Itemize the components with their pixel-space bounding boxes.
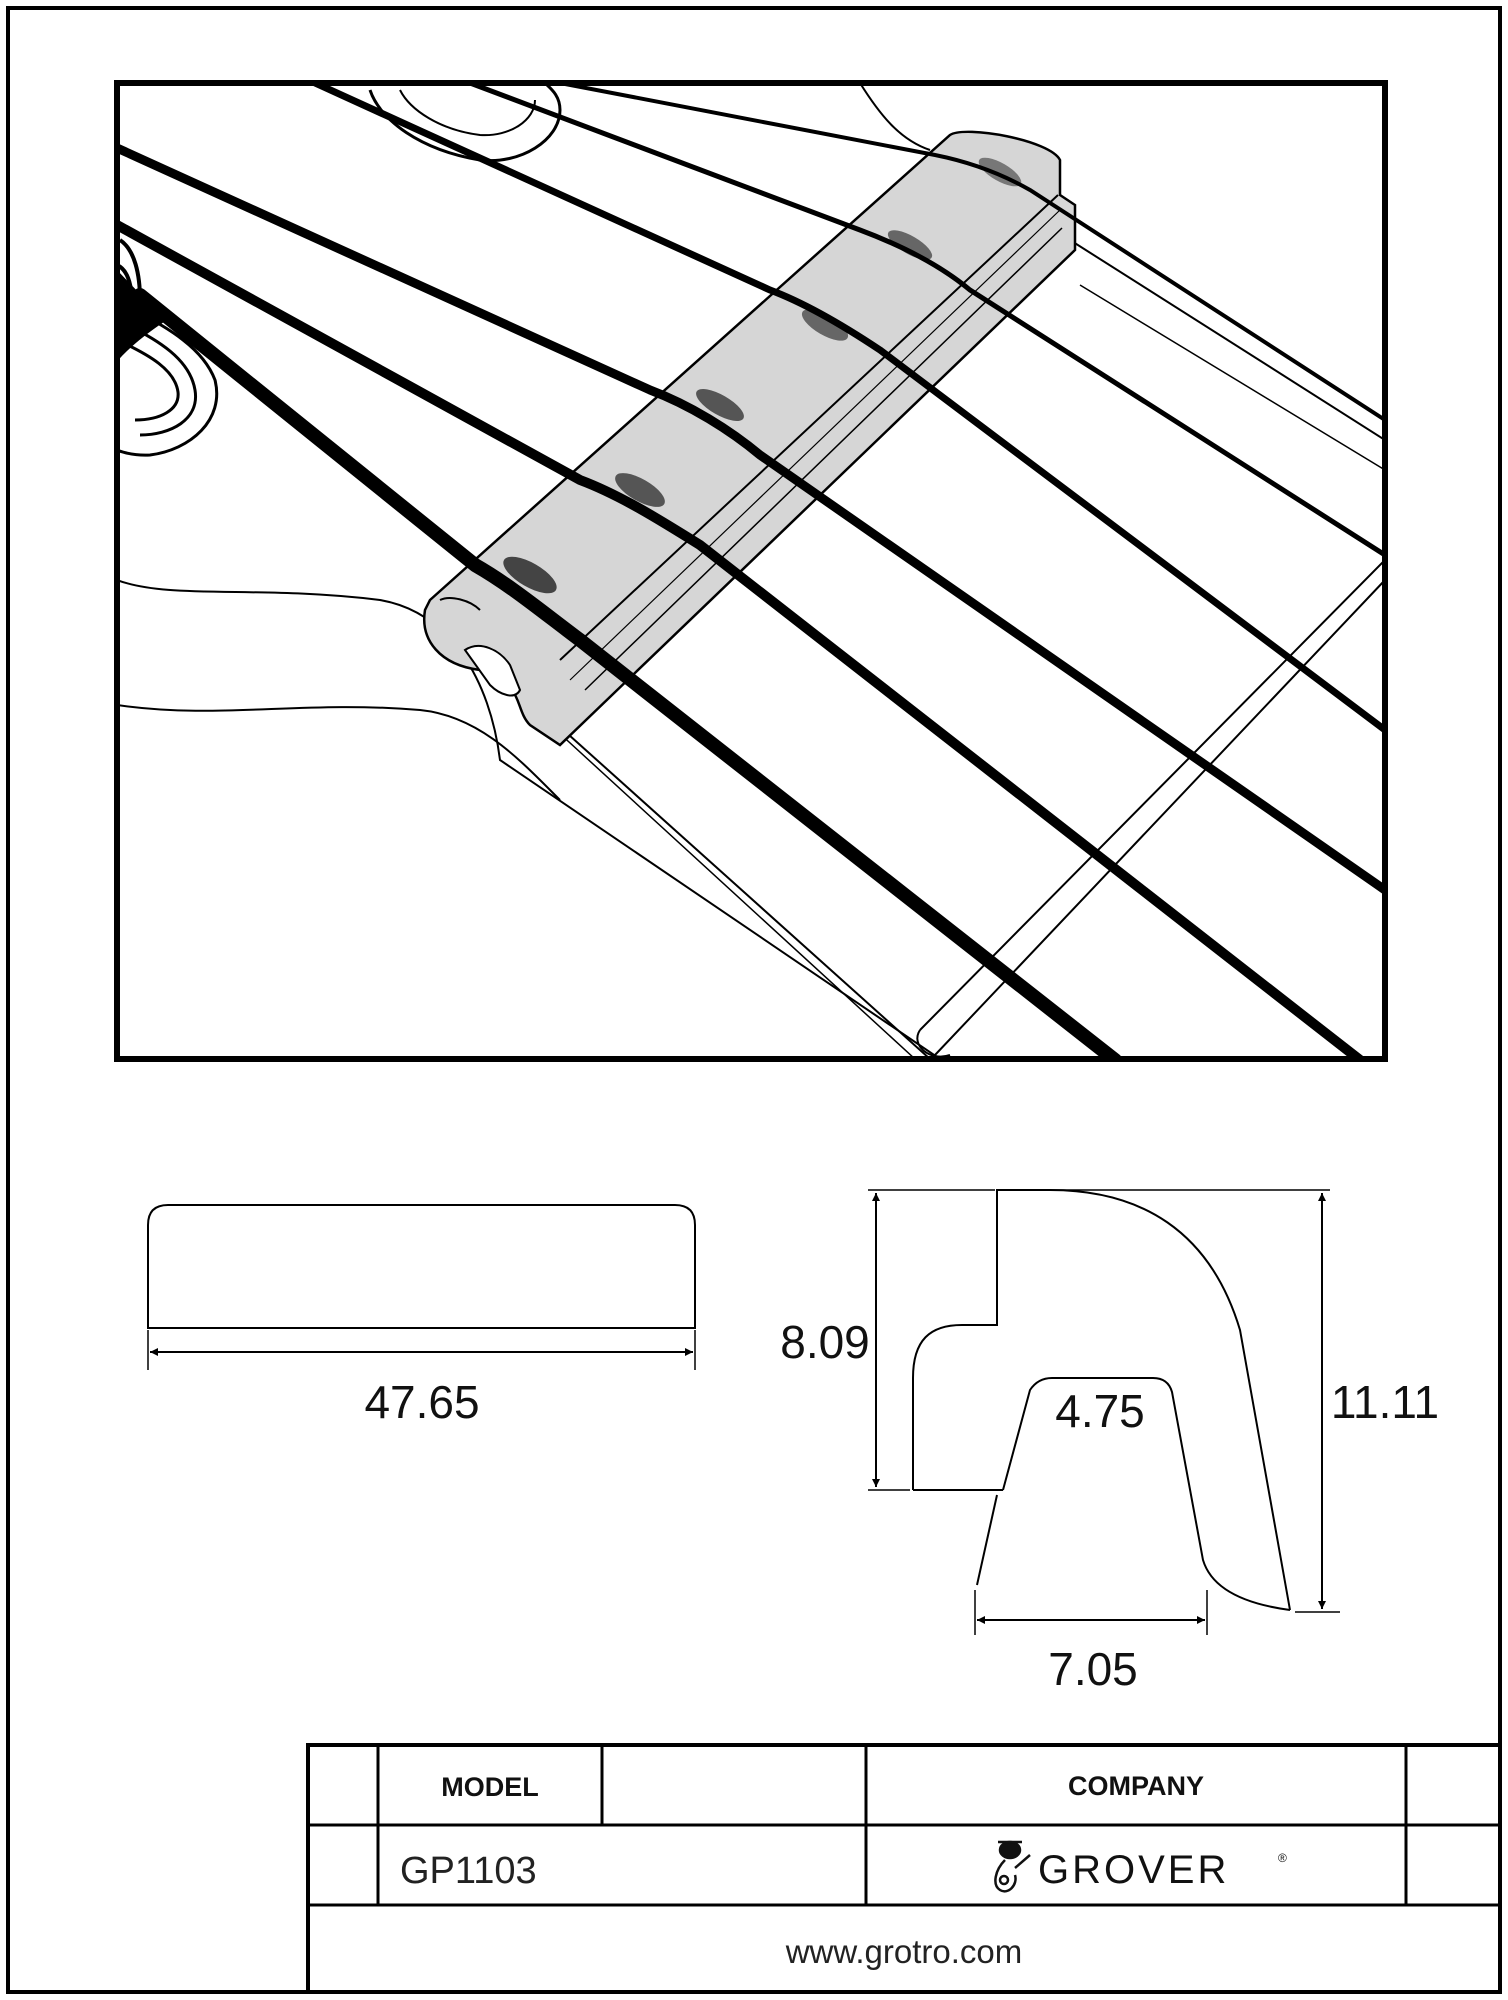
front-view-outline (147, 1204, 696, 1329)
slot-top-dimension: 4.75 (1055, 1385, 1145, 1437)
string-1 (133, 288, 1122, 1059)
string-2 (117, 220, 1365, 1059)
title-block (306, 1743, 1502, 1994)
length-dimension: 47.65 (364, 1376, 479, 1428)
company-header: COMPANY (1068, 1771, 1204, 1801)
front-height-dimension: 8.09 (780, 1316, 870, 1368)
string-6 (558, 83, 1385, 422)
base-width-dimension: 7.05 (1048, 1643, 1138, 1695)
string-3 (117, 143, 1385, 895)
nut-illustration (114, 80, 1388, 1062)
registered-mark: ® (1278, 1851, 1287, 1865)
string-5 (467, 83, 1385, 558)
tuner-post-1 (117, 298, 219, 457)
model-header: MODEL (441, 1772, 539, 1802)
front-view: 47.65 (147, 1204, 696, 1428)
company-value: GROVER (1038, 1848, 1229, 1892)
website-link[interactable]: www.grotro.com (785, 1933, 1023, 1970)
string-4 (311, 83, 1385, 734)
tuner-post-2 (368, 83, 562, 163)
side-profile: 8.09 11.11 4.75 7.05 (780, 1189, 1439, 1695)
illustration-frame (114, 80, 1388, 1062)
first-fret (919, 559, 1385, 1056)
nut-body (423, 130, 1077, 747)
fretboard-edge-bottom (529, 699, 931, 1059)
slot-outline (1002, 1377, 1291, 1611)
headstock-outline (117, 579, 941, 1059)
model-value: GP1103 (400, 1850, 537, 1892)
grover-mascot-icon (994, 1840, 1031, 1893)
company-logo: GROVER ® (994, 1840, 1287, 1893)
strings (117, 83, 1385, 1059)
back-height-dimension: 11.11 (1331, 1376, 1439, 1428)
fretboard-edge-top (1069, 239, 1385, 441)
